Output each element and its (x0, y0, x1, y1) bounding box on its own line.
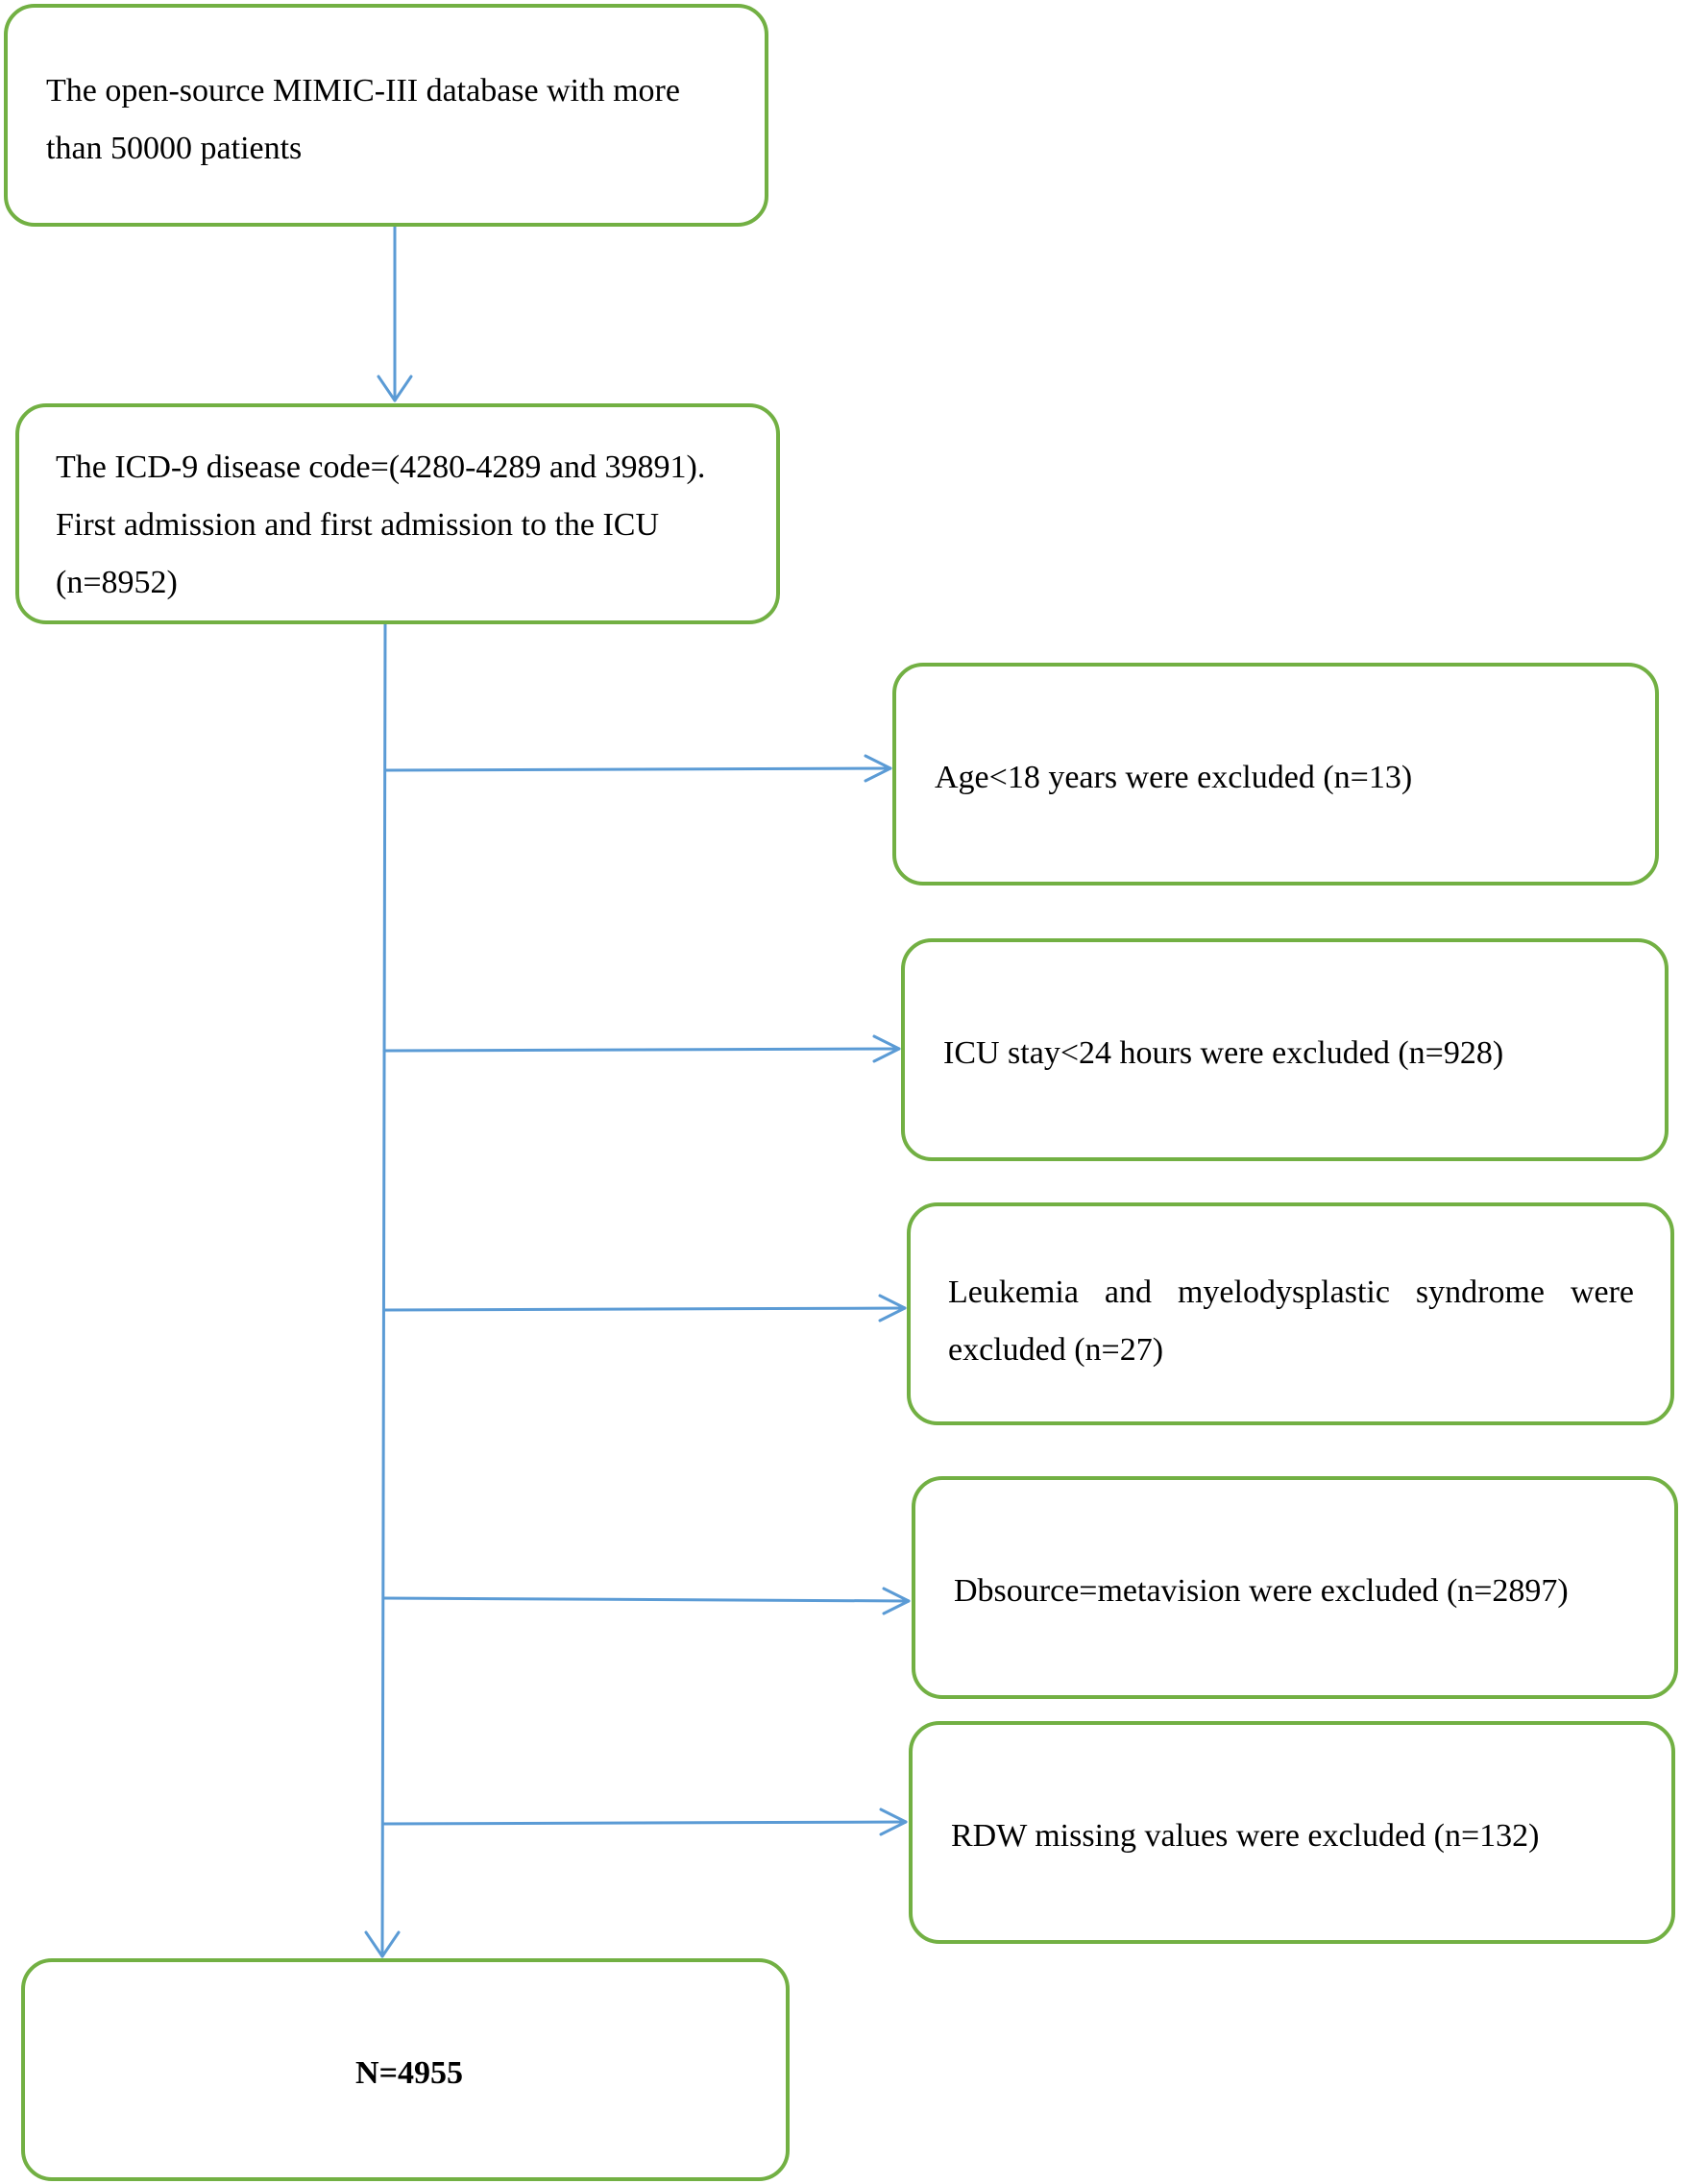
exclusion-box-dbsource: Dbsource=metavision were excluded (n=289… (912, 1476, 1678, 1699)
final-cohort-label: N=4955 (355, 2055, 463, 2091)
main-trunk-line (364, 622, 401, 1958)
arrow-to-exclusion-age (383, 754, 892, 783)
inclusion-criteria-box: The ICD-9 disease code=(4280-4289 and 39… (15, 403, 780, 624)
exclusion-age-text: Age<18 years were excluded (n=13) (935, 760, 1413, 795)
exclusion-box-rdw: RDW missing values were excluded (n=132) (909, 1721, 1675, 1944)
source-line-1: The open-source MIMIC-III database with … (46, 73, 680, 109)
exclusion-box-leukemia: Leukemia and myelodysplastic syndrome we… (907, 1202, 1674, 1425)
arrow-to-exclusion-rdw (381, 1808, 908, 1836)
inclusion-line-1: The ICD-9 disease code=(4280-4289 and 39… (56, 449, 706, 485)
inclusion-criteria-text: The ICD-9 disease code=(4280-4289 and 39… (56, 439, 705, 612)
arrow-to-exclusion-leukemia (382, 1294, 907, 1323)
exclusion-rdw-text: RDW missing values were excluded (n=132) (951, 1818, 1540, 1854)
exclusion-leukemia-line-1: Leukemia and myelodysplastic syndrome we… (948, 1274, 1634, 1310)
exclusion-leukemia-line-2: excluded (n=27) (948, 1332, 1164, 1368)
arrow-source-to-inclusion (377, 225, 413, 402)
exclusion-dbsource-text: Dbsource=metavision were excluded (n=289… (954, 1573, 1569, 1609)
source-database-box: The open-source MIMIC-III database with … (4, 4, 768, 227)
final-cohort-box: N=4955 (21, 1958, 790, 2181)
source-line-2: than 50000 patients (46, 131, 303, 166)
source-database-text: The open-source MIMIC-III database with … (46, 62, 680, 178)
inclusion-line-3: (n=8952) (56, 565, 178, 600)
exclusion-box-age: Age<18 years were excluded (n=13) (892, 663, 1659, 886)
exclusion-box-icu-stay: ICU stay<24 hours were excluded (n=928) (901, 938, 1669, 1161)
arrow-to-exclusion-dbsource (381, 1587, 911, 1615)
exclusion-icu-stay-text: ICU stay<24 hours were excluded (n=928) (943, 1035, 1504, 1071)
arrow-to-exclusion-icu-stay (382, 1034, 901, 1063)
exclusion-leukemia-text: Leukemia and myelodysplastic syndrome we… (948, 1264, 1634, 1379)
inclusion-line-2: First admission and first admission to t… (56, 507, 660, 543)
